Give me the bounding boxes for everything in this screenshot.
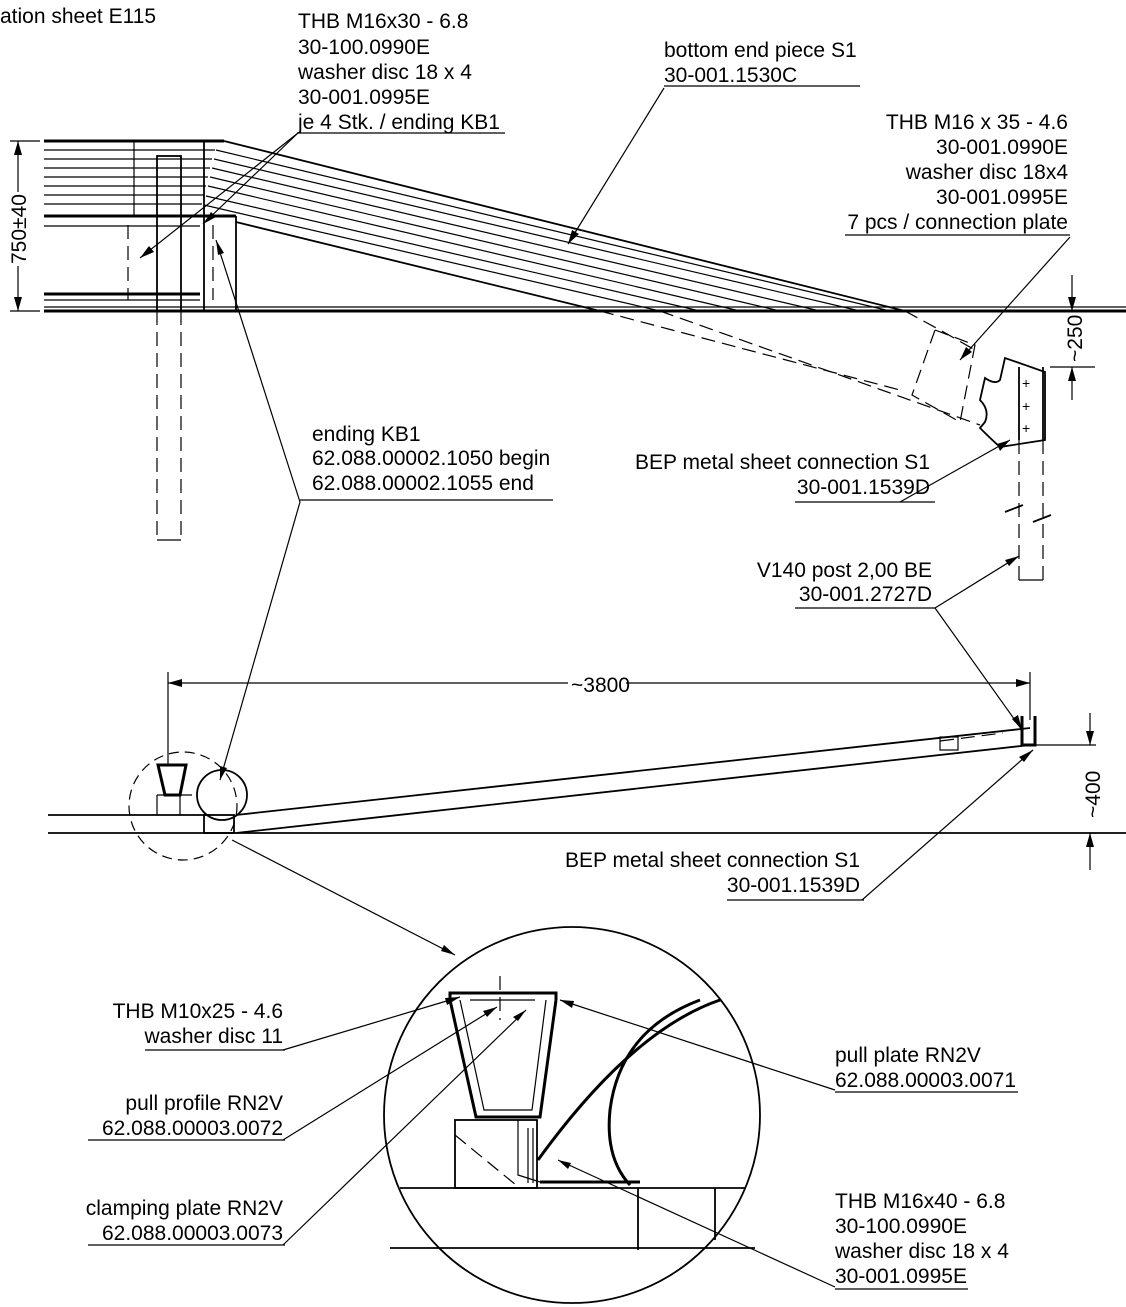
svg-text:washer disc 18x4: washer disc 18x4 [905, 161, 1069, 184]
dimension-height: 750±40 [6, 140, 40, 312]
svg-text:30-001.2727D: 30-001.2727D [799, 583, 932, 606]
svg-text:30-001.1539D: 30-001.1539D [797, 476, 930, 499]
svg-text:30-001.0995E: 30-001.0995E [835, 1265, 967, 1288]
svg-text:62.088.00002.1050 begin: 62.088.00002.1050 begin [312, 447, 550, 470]
svg-text:BEP metal sheet connection S1: BEP metal sheet connection S1 [565, 849, 860, 872]
svg-text:30-001.0995E: 30-001.0995E [936, 186, 1068, 209]
label-pull-profile: pull profile RN2V 62.088.00003.0072 [88, 1092, 285, 1141]
svg-text:30-001.0990E: 30-001.0990E [936, 136, 1068, 159]
svg-text:62.088.00002.1055 end: 62.088.00002.1055 end [312, 472, 534, 495]
dimension-length: ~3800 [167, 670, 1031, 765]
dimension-drop-label: ~250 [1064, 315, 1087, 362]
svg-text:62.088.00003.0071: 62.088.00003.0071 [835, 1069, 1016, 1092]
label-clamping-plate: clamping plate RN2V 62.088.00003.0073 [86, 1197, 285, 1246]
dimension-offset-label: ~400 [1082, 771, 1105, 818]
label-bep-connection-bottom: BEP metal sheet connection S1 30-001.153… [565, 849, 864, 901]
label-thb-m16x40: THB M16x40 - 6.8 30-100.0990E washer dis… [834, 1190, 1009, 1290]
label-bep-connection-top: BEP metal sheet connection S1 30-001.153… [635, 451, 935, 503]
svg-text:THB M16x40 - 6.8: THB M16x40 - 6.8 [835, 1190, 1005, 1213]
label-ending-kb1: ending KB1 62.088.00002.1050 begin 62.08… [300, 423, 553, 501]
svg-text:clamping plate RN2V: clamping plate RN2V [86, 1197, 283, 1220]
label-pull-plate: pull plate RN2V 62.088.00003.0071 [835, 1044, 1018, 1093]
svg-text:pull plate RN2V: pull plate RN2V [835, 1044, 981, 1067]
svg-text:30-100.0990E: 30-100.0990E [298, 36, 430, 59]
svg-text:BEP metal sheet connection S1: BEP metal sheet connection S1 [635, 451, 930, 474]
dimension-height-label: 750±40 [8, 194, 31, 264]
svg-text:THB M16x30 - 6.8: THB M16x30 - 6.8 [298, 10, 468, 33]
svg-text:62.088.00003.0073: 62.088.00003.0073 [102, 1222, 283, 1245]
svg-text:30-001.0995E: 30-001.0995E [298, 86, 430, 109]
elevation-view: + + + [44, 139, 1126, 581]
svg-text:7 pcs / connection plate: 7 pcs / connection plate [847, 211, 1068, 234]
dimension-offset: ~400 [1082, 713, 1105, 870]
label-thb-m16x35: THB M16 x 35 - 4.6 30-001.0990E washer d… [845, 111, 1070, 236]
svg-text:washer disc 11: washer disc 11 [143, 1025, 283, 1048]
svg-text:30-100.0990E: 30-100.0990E [835, 1215, 967, 1238]
svg-text:30-001.1530C: 30-001.1530C [664, 64, 797, 87]
detail-view [383, 926, 761, 1304]
svg-text:washer disc 18 x 4: washer disc 18 x 4 [834, 1240, 1009, 1263]
svg-text:THB M10x25 - 4.6: THB M10x25 - 4.6 [113, 1000, 283, 1023]
svg-text:bottom end piece S1: bottom end piece S1 [664, 39, 857, 62]
svg-text:ending KB1: ending KB1 [312, 423, 421, 446]
label-bottom-end-piece: bottom end piece S1 30-001.1530C [664, 39, 860, 87]
dimension-length-label: ~3800 [571, 674, 630, 697]
label-v140-post: V140 post 2,00 BE 30-001.2727D [757, 559, 935, 609]
svg-text:je 4 Stk. / ending KB1: je 4 Stk. / ending KB1 [297, 111, 500, 134]
svg-text:+: + [1022, 375, 1030, 391]
sheet-title: ation sheet E115 [0, 5, 156, 28]
plan-view [48, 716, 1126, 861]
svg-text:pull profile RN2V: pull profile RN2V [125, 1092, 283, 1115]
svg-text:30-001.1539D: 30-001.1539D [727, 874, 860, 897]
dimension-drop: ~250 [1050, 275, 1095, 400]
label-thb-m16x30: THB M16x30 - 6.8 30-100.0990E washer dis… [297, 10, 505, 134]
svg-text:+: + [1022, 420, 1030, 436]
label-thb-m10x25: THB M10x25 - 4.6 washer disc 11 [113, 1000, 285, 1051]
svg-text:+: + [1022, 398, 1030, 414]
leader-lines [139, 87, 1071, 1288]
svg-text:THB M16 x 35 - 4.6: THB M16 x 35 - 4.6 [886, 111, 1068, 134]
svg-text:62.088.00003.0072: 62.088.00003.0072 [102, 1117, 283, 1140]
svg-text:washer disc 18 x 4: washer disc 18 x 4 [297, 61, 472, 84]
svg-text:V140 post 2,00 BE: V140 post 2,00 BE [757, 559, 932, 582]
